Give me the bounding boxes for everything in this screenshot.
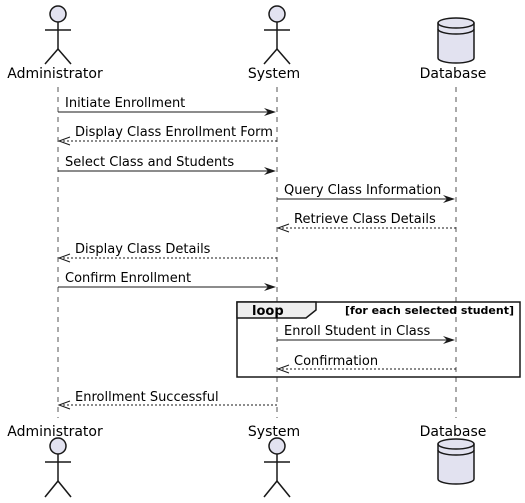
- participant-system-bottom: System: [248, 424, 300, 498]
- loop-keyword: loop: [252, 304, 284, 319]
- arrowhead: [264, 108, 276, 116]
- message-label: Enrollment Successful: [75, 390, 219, 405]
- arrowhead: [57, 136, 71, 146]
- message-label: Display Class Details: [75, 242, 211, 257]
- actor-icon: [263, 437, 291, 498]
- actor-icon: [263, 5, 291, 65]
- message-label: Retrieve Class Details: [294, 212, 436, 227]
- message-3: Select Class and Students: [58, 155, 276, 175]
- participant-label-administrator: Administrator: [7, 424, 103, 440]
- arrowhead: [57, 253, 71, 263]
- message-4: Query Class Information: [277, 183, 455, 203]
- participant-database-top: Database: [420, 17, 487, 82]
- participant-label-system: System: [248, 66, 300, 82]
- message-5: Retrieve Class Details: [276, 212, 456, 233]
- message-label: Display Class Enrollment Form: [75, 125, 273, 140]
- participant-label-database: Database: [420, 424, 487, 440]
- participant-label-database: Database: [420, 66, 487, 82]
- participant-label-administrator: Administrator: [7, 66, 103, 82]
- message-label: Confirm Enrollment: [65, 271, 191, 286]
- loop-condition: [for each selected student]: [345, 304, 514, 317]
- loop-tab: [236, 301, 317, 319]
- participant-administrator-bottom: Administrator: [7, 424, 103, 498]
- actor-icon: [44, 5, 72, 65]
- message-label: Initiate Enrollment: [65, 96, 185, 111]
- message-7: Confirm Enrollment: [58, 271, 276, 291]
- participant-database-bottom: Database: [420, 424, 487, 485]
- message-1: Initiate Enrollment: [58, 96, 276, 116]
- arrowhead: [443, 195, 455, 203]
- arrowhead: [276, 364, 290, 374]
- database-icon: [437, 17, 475, 64]
- participant-system-top: System: [248, 5, 300, 82]
- message-8: Enroll Student in Class: [277, 324, 455, 344]
- message-9: Confirmation: [276, 354, 456, 374]
- message-2: Display Class Enrollment Form: [57, 125, 277, 146]
- actor-icon: [44, 437, 72, 498]
- message-10: Enrollment Successful: [57, 390, 277, 410]
- arrowhead: [264, 167, 276, 175]
- message-label: Enroll Student in Class: [284, 324, 431, 339]
- participant-administrator-top: Administrator: [7, 5, 103, 82]
- message-label: Query Class Information: [284, 183, 441, 198]
- database-icon: [437, 438, 475, 485]
- message-6: Display Class Details: [57, 242, 277, 263]
- message-label: Select Class and Students: [65, 155, 234, 170]
- arrowhead: [276, 223, 290, 233]
- arrowhead: [57, 400, 71, 410]
- arrowhead: [264, 283, 276, 291]
- message-label: Confirmation: [294, 354, 378, 369]
- arrowhead: [443, 336, 455, 344]
- loop-frame: loop [for each selected student]: [236, 301, 521, 378]
- participant-label-system: System: [248, 424, 300, 440]
